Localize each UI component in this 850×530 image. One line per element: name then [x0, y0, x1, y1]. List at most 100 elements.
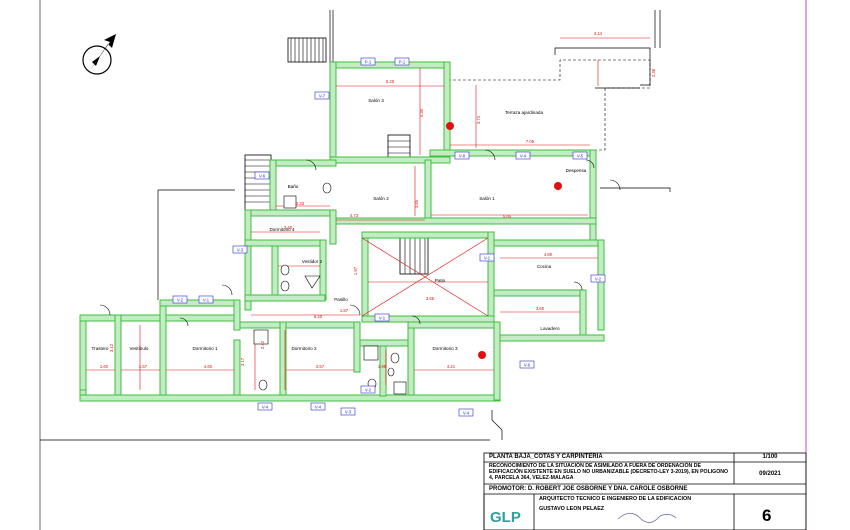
dimension-label: 1.95 [378, 364, 387, 369]
dimension-label: 3.17 [240, 357, 245, 366]
opening-tag-label: V-4 [315, 405, 322, 410]
room-label-dorm2: Dormitorio 2 [291, 346, 316, 351]
dimension-label: 4.80 [544, 252, 553, 257]
dimension-label: 3.74 [476, 115, 481, 124]
architect-role: ARQUITECTO TECNICO E INGENIERO DE LA EDI… [539, 496, 692, 502]
room-label-dorm4: Dormitorio 4 [269, 227, 294, 232]
opening-tag-label: V-6 [524, 363, 531, 368]
signature-mark [617, 512, 677, 523]
dimension-label: 4.14 [594, 31, 603, 36]
sanitary-fixtures [253, 182, 407, 395]
dimension-label: 2.42 [260, 340, 265, 349]
room-label-dorm1: Dormitorio 1 [192, 346, 217, 351]
room-label-vest2: Vestidor 2 [302, 259, 323, 264]
drawing-title: PLANTA BAJA_COTAS Y CARPINTERIA [489, 454, 603, 460]
opening-tag-label: V-3 [345, 410, 352, 415]
opening-tag: V-6 [254, 171, 270, 180]
dimension-label: 1.57 [139, 364, 148, 369]
dimension-label: 3.40 [284, 225, 293, 230]
room-label-salon1: Salón 1 [479, 196, 495, 201]
opening-tag: V-3 [340, 407, 356, 416]
room-label-terraza: Terraza ajardinada [505, 110, 543, 115]
dimension-label: 1.87 [340, 308, 349, 313]
dimension-label: 4.21 [447, 364, 456, 369]
opening-tag-label: V-6 [259, 174, 266, 179]
room-label-bano: Baño [288, 184, 299, 189]
opening-tag: V-3 [232, 245, 248, 254]
opening-tag: V-2 [172, 295, 188, 304]
opening-tag: V-4 [257, 402, 273, 411]
opening-tag: V-4 [515, 151, 531, 160]
dimension-lines [86, 37, 650, 390]
dimension-label: 4.60 [204, 364, 213, 369]
dimension-label: 4.30 [419, 108, 424, 117]
opening-tag-label: V-8 [459, 154, 466, 159]
opening-tag: P-1 [394, 57, 410, 66]
room-label-dorm3: Dormitorio 3 [432, 346, 457, 351]
opening-tag: V-6 [519, 360, 535, 369]
opening-tag-label: V-2 [595, 277, 602, 282]
dimension-label: 3.57 [316, 364, 325, 369]
project-description: RECONOCIMIENTO DE LA SITUACIÓN DE ASIMIL… [489, 463, 729, 482]
title-block-lines [483, 452, 807, 530]
room-label-salon3: Salón 3 [368, 98, 384, 103]
opening-tag: V-2 [360, 385, 376, 394]
dimension-label: 6.20 [314, 314, 323, 319]
door-swings [99, 149, 621, 327]
opening-tag-label: P-1 [365, 60, 372, 65]
opening-tag-label: V-4 [463, 411, 470, 416]
opening-tag: V-4 [310, 402, 326, 411]
opening-tag: V-1 [374, 313, 390, 322]
architect-name: GUSTAVO LEON PELAEZ [539, 506, 605, 512]
dimension-label: 3.85 [414, 199, 419, 208]
dimension-label: 1.97 [353, 266, 358, 275]
room-label-salon2: Salón 2 [373, 196, 389, 201]
opening-tag-label: V-7 [319, 94, 326, 99]
opening-tag: P-1 [360, 57, 376, 66]
dimension-label: 2.33 [296, 201, 305, 206]
opening-tag: V-5 [572, 151, 588, 160]
walls [79, 61, 605, 402]
dimension-label: 2.38 [651, 68, 656, 77]
room-label-patio: Patio [435, 278, 446, 283]
dimension-label: 3.12 [109, 343, 114, 352]
opening-tag-label: V-1 [379, 316, 386, 321]
dimension-label: 3.65 [426, 296, 435, 301]
dimension-label: 4.73 [350, 213, 359, 218]
opening-tag-label: V-1 [484, 256, 491, 261]
dimension-label: 1.60 [100, 364, 109, 369]
dimension-label: 5.65 [503, 214, 512, 219]
opening-tag-label: V-3 [237, 248, 244, 253]
opening-tag-label: V-1 [203, 298, 210, 303]
opening-tag-label: V-2 [365, 388, 372, 393]
opening-tag-label: V-4 [520, 154, 527, 159]
dimension-labels: 4.14 2.38 5.20 3.74 4.30 7.05 4.73 3.85 5.65 2.33… [100, 31, 656, 369]
opening-tag: V-2 [590, 274, 606, 283]
sheet-number: 6 [762, 506, 772, 525]
opening-tag-label: V-4 [262, 405, 269, 410]
opening-tag-label: P-1 [399, 60, 406, 65]
dimension-label: 5.20 [386, 79, 395, 84]
room-label-despensa: Despensa [566, 168, 587, 173]
dimension-label: 3.60 [536, 306, 545, 311]
stair-treads [245, 38, 426, 274]
opening-tag: V-8 [454, 151, 470, 160]
terrace-outline [448, 59, 651, 151]
opening-tag: V-7 [314, 91, 330, 100]
room-label-cocina: Cocina [537, 264, 552, 269]
opening-tag-label: V-2 [177, 298, 184, 303]
opening-tag-label: V-5 [577, 154, 584, 159]
room-label-pasillo: Pasillo [334, 297, 348, 302]
opening-tag: V-1 [198, 295, 214, 304]
drawing-date: 09/2021 [759, 471, 781, 477]
opening-tag: V-4 [458, 408, 474, 417]
opening-tag: V-1 [479, 253, 495, 262]
room-label-trastero: Trastero [92, 346, 109, 351]
room-label-vestibulo: Vestíbulo [130, 346, 149, 351]
dimension-label: 7.05 [526, 139, 535, 144]
company-logo: GLP [490, 509, 521, 526]
